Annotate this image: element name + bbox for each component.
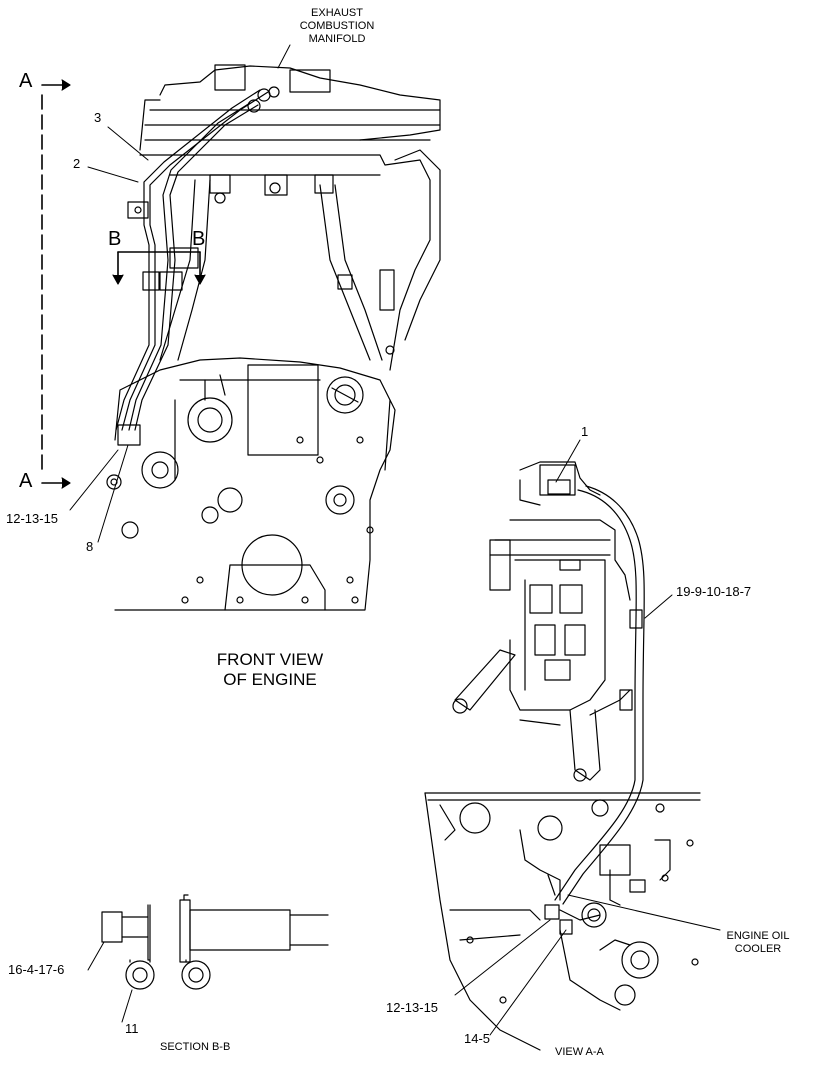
callout-12-13-15-front: 12-13-15: [6, 511, 59, 526]
callout-19-9-10-18-7: 19-9-10-18-7: [676, 584, 752, 599]
section-line-a-a: [41, 79, 71, 489]
engine-oil-cooler-line-1: ENGINE OIL: [726, 930, 790, 942]
section-mark-a-top: A: [19, 70, 33, 92]
leaders-section-b-b: [87, 941, 133, 1023]
front-view-engine: [106, 64, 441, 611]
view-a-a-label: VIEW A-A: [555, 1046, 604, 1058]
front-view-line-1: FRONT VIEW: [216, 650, 324, 669]
callout-14-5: 14-5: [464, 1031, 491, 1046]
engine-oil-cooler-line-2: COOLER: [734, 943, 782, 955]
leaders-view-a-a: [454, 439, 721, 1036]
section-mark-b-right: B: [192, 228, 206, 250]
section-line-b-b: [112, 251, 206, 285]
section-b-b-label: SECTION B-B: [160, 1041, 231, 1053]
front-view-label: FRONT VIEW OF ENGINE: [190, 650, 350, 690]
callout-12-13-15-view: 12-13-15: [386, 1000, 439, 1015]
section-mark-a-bottom: A: [19, 470, 33, 492]
callout-16-4-17-6: 16-4-17-6: [8, 962, 65, 977]
section-mark-b-left: B: [108, 228, 122, 250]
callout-1: 1: [581, 424, 589, 439]
engine-oil-cooler-label: ENGINE OIL COOLER: [718, 930, 798, 956]
leaders-front-view: [69, 44, 291, 543]
section-b-b: [101, 894, 329, 990]
callout-2: 2: [73, 156, 81, 171]
exhaust-manifold-line-2: COMBUSTION: [299, 20, 375, 32]
exhaust-manifold-line-3: MANIFOLD: [308, 33, 366, 45]
callout-11: 11: [125, 1021, 139, 1036]
callout-3: 3: [94, 110, 102, 125]
view-a-a: [424, 461, 701, 1051]
exhaust-manifold-label: EXHAUST COMBUSTION MANIFOLD: [282, 7, 392, 46]
front-view-line-2: OF ENGINE: [223, 670, 317, 689]
exhaust-manifold-line-1: EXHAUST: [311, 7, 363, 19]
callout-8: 8: [86, 539, 94, 554]
